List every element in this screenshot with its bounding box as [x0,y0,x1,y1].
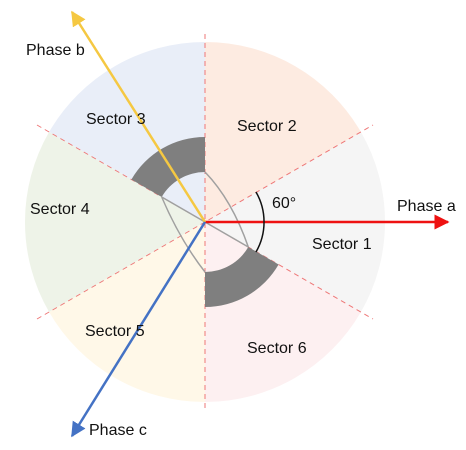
sector-5-wedge [49,222,205,402]
angle-arc [255,191,265,253]
phase-c-arrow [70,221,207,438]
sector-6-label: Sector 6 [247,340,307,357]
connector-line-2 [204,171,250,248]
sector-5-label: Sector 5 [85,323,145,340]
sector-1-label: Sector 1 [312,236,372,253]
phase-b-label: Phase b [26,42,85,59]
phase-b-arrow [70,10,207,223]
sector-2-wedge [205,42,361,222]
phase-a-label: Phase a [397,198,456,215]
sector-4-label: Sector 4 [30,201,90,218]
phase-c-label: Phase c [89,422,147,439]
angle-label: 60° [272,195,296,212]
upper-arc-band [131,137,205,197]
sector-4-wedge [24,132,206,312]
lower-arc-band [205,247,279,307]
sector-2-label: Sector 2 [237,118,297,135]
sector-3-label: Sector 3 [86,111,146,128]
connector-line-3 [161,196,206,273]
